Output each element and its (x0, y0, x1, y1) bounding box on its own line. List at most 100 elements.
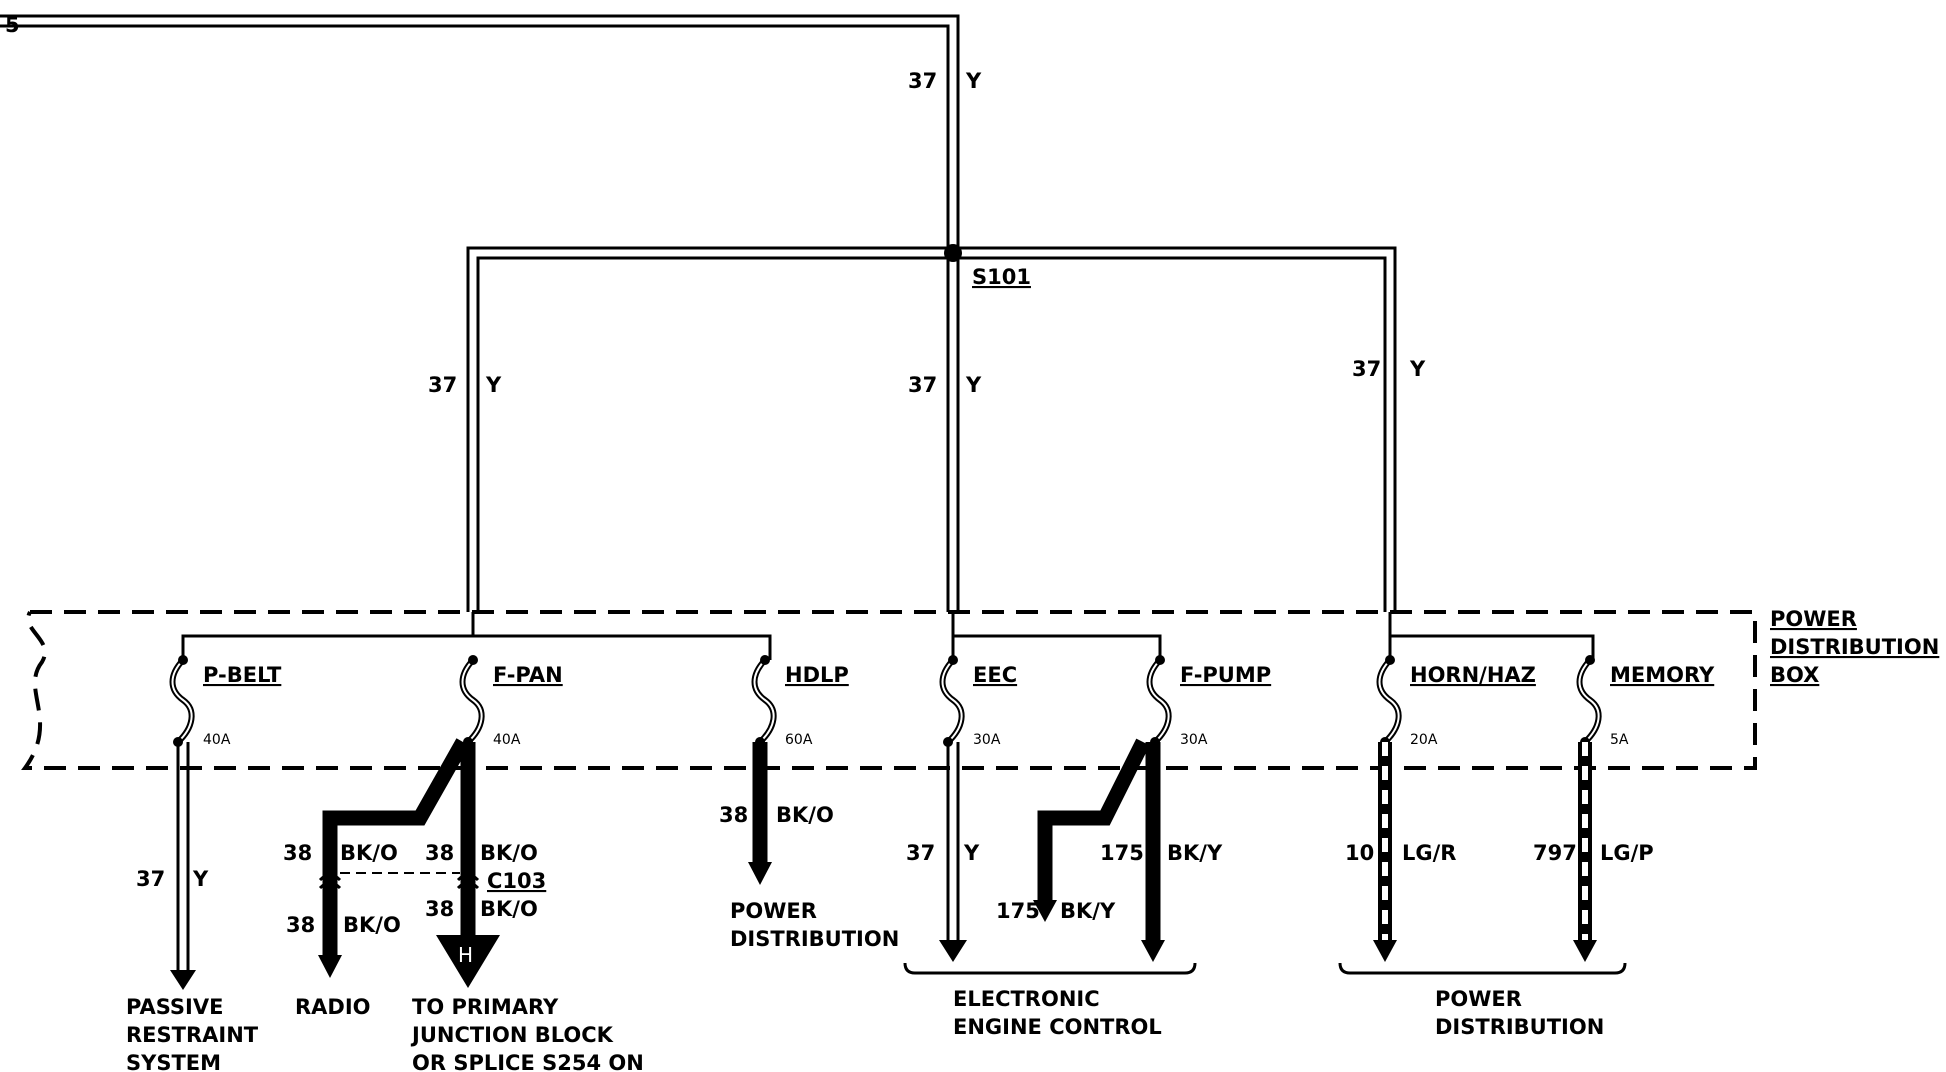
edge-glyph: 5 (5, 13, 20, 37)
destination-brackets (903, 962, 1627, 975)
branch-left-color: Y (485, 373, 502, 397)
connector-label: C103 (487, 869, 546, 893)
connector-h-triangle (436, 935, 500, 988)
top-wire-color: Y (965, 69, 982, 93)
arrow-memory (1573, 940, 1597, 962)
fuse-element-inner (941, 659, 963, 743)
wire-fpump-a-color: BK/Y (1060, 899, 1116, 923)
fuse-terminal-top (1155, 655, 1165, 665)
fuse-element-inner (1578, 659, 1600, 743)
splice-s101-dot (944, 244, 962, 262)
wire-eec-color: Y (963, 841, 980, 865)
wire-fpan-a-color: BK/O (340, 841, 398, 865)
dest-radio: RADIO (295, 995, 371, 1019)
wire-eec-circuit: 37 (906, 841, 935, 865)
wire-pbelt-color: Y (192, 867, 209, 891)
fuse-terminal-top (1385, 655, 1395, 665)
fuse-rating: 60A (785, 732, 813, 748)
arrow-eec (939, 940, 967, 962)
wire-primary-circuit: 38 (425, 897, 454, 921)
fuse-element-inner (1148, 659, 1170, 743)
wire-fpan-a-circuit: 38 (283, 841, 312, 865)
wire-horn-circuit: 10 (1345, 841, 1374, 865)
fuse-f-pump: F-PUMP 30A (1146, 655, 1271, 748)
dest-passive-1: PASSIVE (126, 995, 223, 1019)
arrow-fpump-right (1141, 940, 1165, 962)
wire-fpump-b-circuit: 175 (1100, 841, 1144, 865)
fuse-rating: 20A (1410, 732, 1438, 748)
arrow-power1 (748, 862, 772, 885)
connector-h-glyph: H (458, 943, 473, 967)
box-label-1: POWER (1770, 607, 1857, 631)
branch-right-circuit: 37 (1352, 357, 1381, 381)
wire-horn-color: LG/R (1402, 841, 1456, 865)
dest-power2-2: DISTRIBUTION (1435, 1015, 1604, 1039)
fuse-hdlp: HDLP 60A (751, 655, 849, 748)
splice-bus-wire (466, 246, 1397, 612)
branch-left-circuit: 37 (428, 373, 457, 397)
box-label-3: BOX (1770, 663, 1819, 687)
fuse-horn-haz: HORN/HAZ 20A (1376, 655, 1536, 748)
fuse-name: HDLP (785, 663, 849, 687)
fuse-terminal-top (1585, 655, 1595, 665)
fuse-rating: 30A (1180, 732, 1208, 748)
fuse-name: EEC (973, 663, 1017, 687)
dest-eec-2: ENGINE CONTROL (953, 1015, 1162, 1039)
wire-fpump-a-circuit: 175 (996, 899, 1040, 923)
branch-middle-circuit: 37 (908, 373, 937, 397)
top-wire-circuit: 37 (908, 69, 937, 93)
dest-primary-3: OR SPLICE S254 ON (412, 1051, 644, 1072)
wire-pbelt-circuit: 37 (136, 867, 165, 891)
arrow-fpump-left (1033, 900, 1057, 922)
wire-fpan-b-color: BK/O (480, 841, 538, 865)
power-distribution-box (21, 610, 1757, 770)
internal-bus-bars (181, 612, 1595, 660)
fuse-eec: EEC 30A (939, 655, 1017, 748)
dest-primary-2: JUNCTION BLOCK (410, 1023, 614, 1047)
fuse-name: F-PUMP (1180, 663, 1271, 687)
fuse-rating: 5A (1610, 732, 1629, 748)
dest-primary-1: TO PRIMARY (412, 995, 559, 1019)
fuse-terminal-top (760, 655, 770, 665)
wire-radio-color: BK/O (343, 913, 401, 937)
wire-memory-color: LG/P (1600, 841, 1654, 865)
fuse-rating: 30A (973, 732, 1001, 748)
wire-primary-color: BK/O (480, 897, 538, 921)
fuse-memory: MEMORY 5A (1576, 655, 1715, 748)
arrowheads (170, 862, 1597, 990)
wire-fpump-b-color: BK/Y (1167, 841, 1223, 865)
arrow-passive (170, 970, 196, 990)
fuse-element-inner (753, 659, 775, 743)
dest-power2-1: POWER (1435, 987, 1522, 1011)
fuse-name: F-PAN (493, 663, 563, 687)
wire-hdlp-color: BK/O (776, 803, 834, 827)
fuse-rating: 40A (493, 732, 521, 748)
fuse-name: P-BELT (203, 663, 282, 687)
fuse-element-inner (171, 659, 193, 743)
fuse-f-pan: F-PAN 40A (459, 655, 563, 748)
box-label-2: DISTRIBUTION (1770, 635, 1939, 659)
dest-power1-2: DISTRIBUTION (730, 927, 899, 951)
fuse-element-inner (461, 659, 483, 743)
wire-fpan-b-circuit: 38 (425, 841, 454, 865)
dest-passive-2: RESTRAINT (126, 1023, 259, 1047)
fuse-name: MEMORY (1610, 663, 1715, 687)
fuse-name: HORN/HAZ (1410, 663, 1536, 687)
fuse-terminal-top (178, 655, 188, 665)
fuse-terminal-top (468, 655, 478, 665)
wire-memory-circuit: 797 (1533, 841, 1577, 865)
fuse-element-inner (1378, 659, 1400, 743)
top-feed-wire (0, 14, 960, 250)
dest-eec-1: ELECTRONIC (953, 987, 1100, 1011)
wire-radio-circuit: 38 (286, 913, 315, 937)
splice-label: S101 (972, 265, 1031, 289)
dest-power1-1: POWER (730, 899, 817, 923)
output-wires (176, 738, 1592, 975)
connector-c103-marks (318, 873, 480, 890)
arrow-horn (1373, 940, 1397, 962)
fuse-terminal-top (948, 655, 958, 665)
branch-right-color: Y (1409, 357, 1426, 381)
